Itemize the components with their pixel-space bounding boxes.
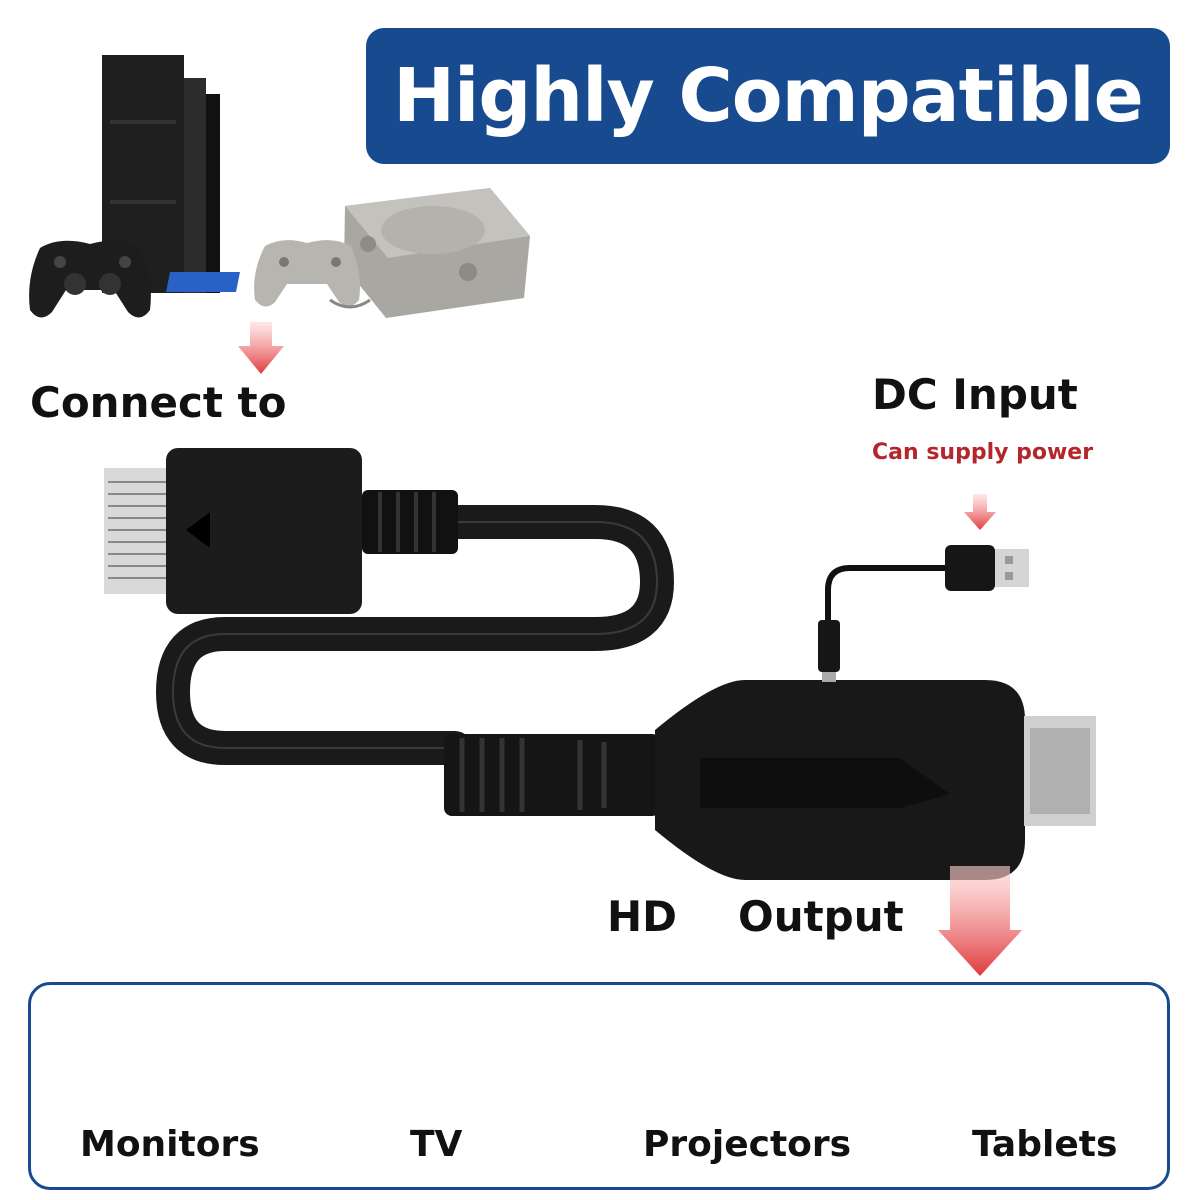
- strain-relief-icon: [444, 734, 660, 816]
- device-label-monitors: Monitors: [80, 1124, 260, 1165]
- cable: [155, 505, 675, 765]
- can-supply-power-label: Can supply power: [872, 440, 1094, 465]
- devices-panel: [28, 982, 1170, 1190]
- title-banner: Highly Compatible: [366, 28, 1170, 164]
- arrow-down-icon: [938, 866, 1022, 976]
- arrow-down-icon: [964, 494, 996, 530]
- hdmi-converter-icon: [655, 680, 1096, 880]
- connect-to-label: Connect to: [30, 378, 287, 427]
- device-label-projectors: Projectors: [643, 1124, 852, 1165]
- ps2-console-icon: [102, 55, 240, 293]
- page-title: Highly Compatible: [393, 53, 1144, 139]
- device-label-tablets: Tablets: [972, 1124, 1118, 1165]
- output-label: Output: [738, 892, 904, 941]
- power-cable: [818, 545, 1029, 682]
- av-connector-icon: [104, 448, 458, 614]
- dc-input-label: DC Input: [872, 370, 1078, 419]
- hd-label: HD: [607, 892, 678, 941]
- arrow-down-icon: [238, 322, 284, 374]
- ps1-console-icon: [344, 188, 530, 318]
- grey-controller-icon: [254, 240, 371, 309]
- black-controller-icon: [29, 240, 151, 318]
- device-label-tv: TV: [410, 1124, 463, 1165]
